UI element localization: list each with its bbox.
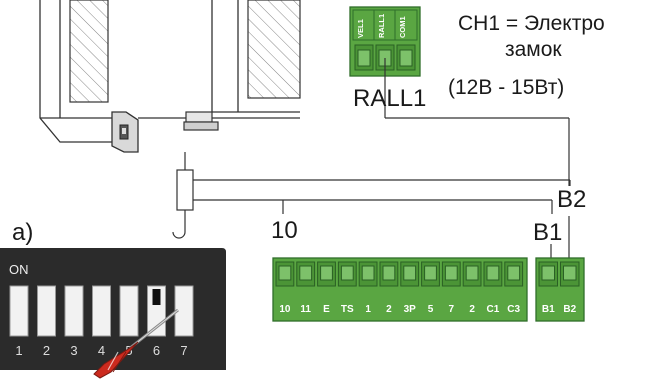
screwdriver-icon: [93, 308, 179, 379]
dip-on-label: ON: [9, 262, 29, 277]
main-terminal-pin-label: 7: [449, 304, 455, 315]
main-terminal-pin-label: E: [323, 304, 330, 315]
main-terminal-screw: [320, 265, 333, 281]
main-terminal-screw: [278, 265, 292, 281]
main-terminal-pin-label: 10: [279, 304, 291, 315]
dip-switch[interactable]: [92, 285, 111, 337]
main-terminal-screw: [507, 265, 521, 281]
main-terminal-screw: [361, 265, 375, 281]
main-terminal-screw: [340, 265, 354, 281]
dip-switch[interactable]: [119, 285, 139, 337]
b1-label: B1: [533, 219, 563, 246]
main-terminal-block: 10 11 E TS 1 2 3P 5 7 2 C1 C3: [272, 257, 528, 322]
relay-pin-label: COM1: [398, 16, 407, 38]
main-terminal-screw: [382, 265, 396, 281]
electric-lock-icon: [111, 111, 139, 153]
b-terminal-pin-label: B2: [563, 304, 576, 315]
gate-illustration: [39, 0, 301, 153]
dip-switch-panel: 1234567: [0, 248, 226, 370]
main-terminal-pin-label: C1: [487, 304, 500, 315]
relay-pin-label: RALL1: [377, 14, 386, 38]
main-terminal-pin-label: 2: [386, 304, 392, 315]
dip-switch[interactable]: [64, 285, 84, 337]
lock-note-line3: (12В - 15Вт): [448, 76, 565, 99]
dip-switch[interactable]: [9, 285, 29, 337]
relay-wire: [384, 58, 570, 186]
main-terminal-pin-label: 1: [365, 304, 371, 315]
dip-switch-number: 6: [153, 343, 160, 358]
lock-cable: [172, 152, 571, 262]
gate-right-panel: [247, 0, 301, 99]
gate-left-panel: [69, 0, 109, 103]
b2-label: B2: [557, 186, 587, 213]
main-terminal-screw: [299, 265, 313, 281]
b-terminal-screw: [563, 265, 577, 281]
main-terminal-screw: [424, 265, 437, 281]
lock-note-line1: CH1 = Электро: [458, 12, 605, 35]
main-terminal-pin-label: 2: [469, 304, 475, 315]
b-terminal-screw: [541, 265, 555, 281]
dip-section-label: a): [12, 219, 34, 246]
dip-switch[interactable]: [37, 285, 56, 337]
strike-plate-icon: [183, 111, 219, 131]
dip-switch-number: 4: [98, 343, 105, 358]
main-terminal-pin-label: 11: [300, 304, 311, 315]
dip-switch-number: 3: [70, 343, 77, 358]
dip-switch-number: 1: [15, 343, 22, 358]
relay-label: RALL1: [353, 85, 427, 112]
dip-switch-lever: [152, 289, 161, 305]
b-terminal-block: B1 B2: [535, 257, 585, 322]
lock-note-line2: замок: [505, 38, 562, 61]
main-terminal-screw: [465, 265, 479, 281]
b-terminal-pin-label: B1: [542, 304, 555, 315]
main-terminal-screw: [486, 265, 500, 281]
main-terminal-pin-label: 5: [428, 304, 434, 315]
main-terminal-pin-label: TS: [341, 304, 354, 315]
relay-pin-label: VEL1: [356, 19, 365, 38]
main-terminal-pin-label: C3: [507, 304, 520, 315]
wire-10-label: 10: [271, 217, 298, 244]
main-terminal-pin-label: 3P: [404, 304, 417, 315]
main-terminal-screw: [403, 265, 417, 281]
main-terminal-screw: [444, 265, 458, 281]
dip-switch-number: 7: [180, 343, 187, 358]
dip-switch-number: 2: [43, 343, 50, 358]
